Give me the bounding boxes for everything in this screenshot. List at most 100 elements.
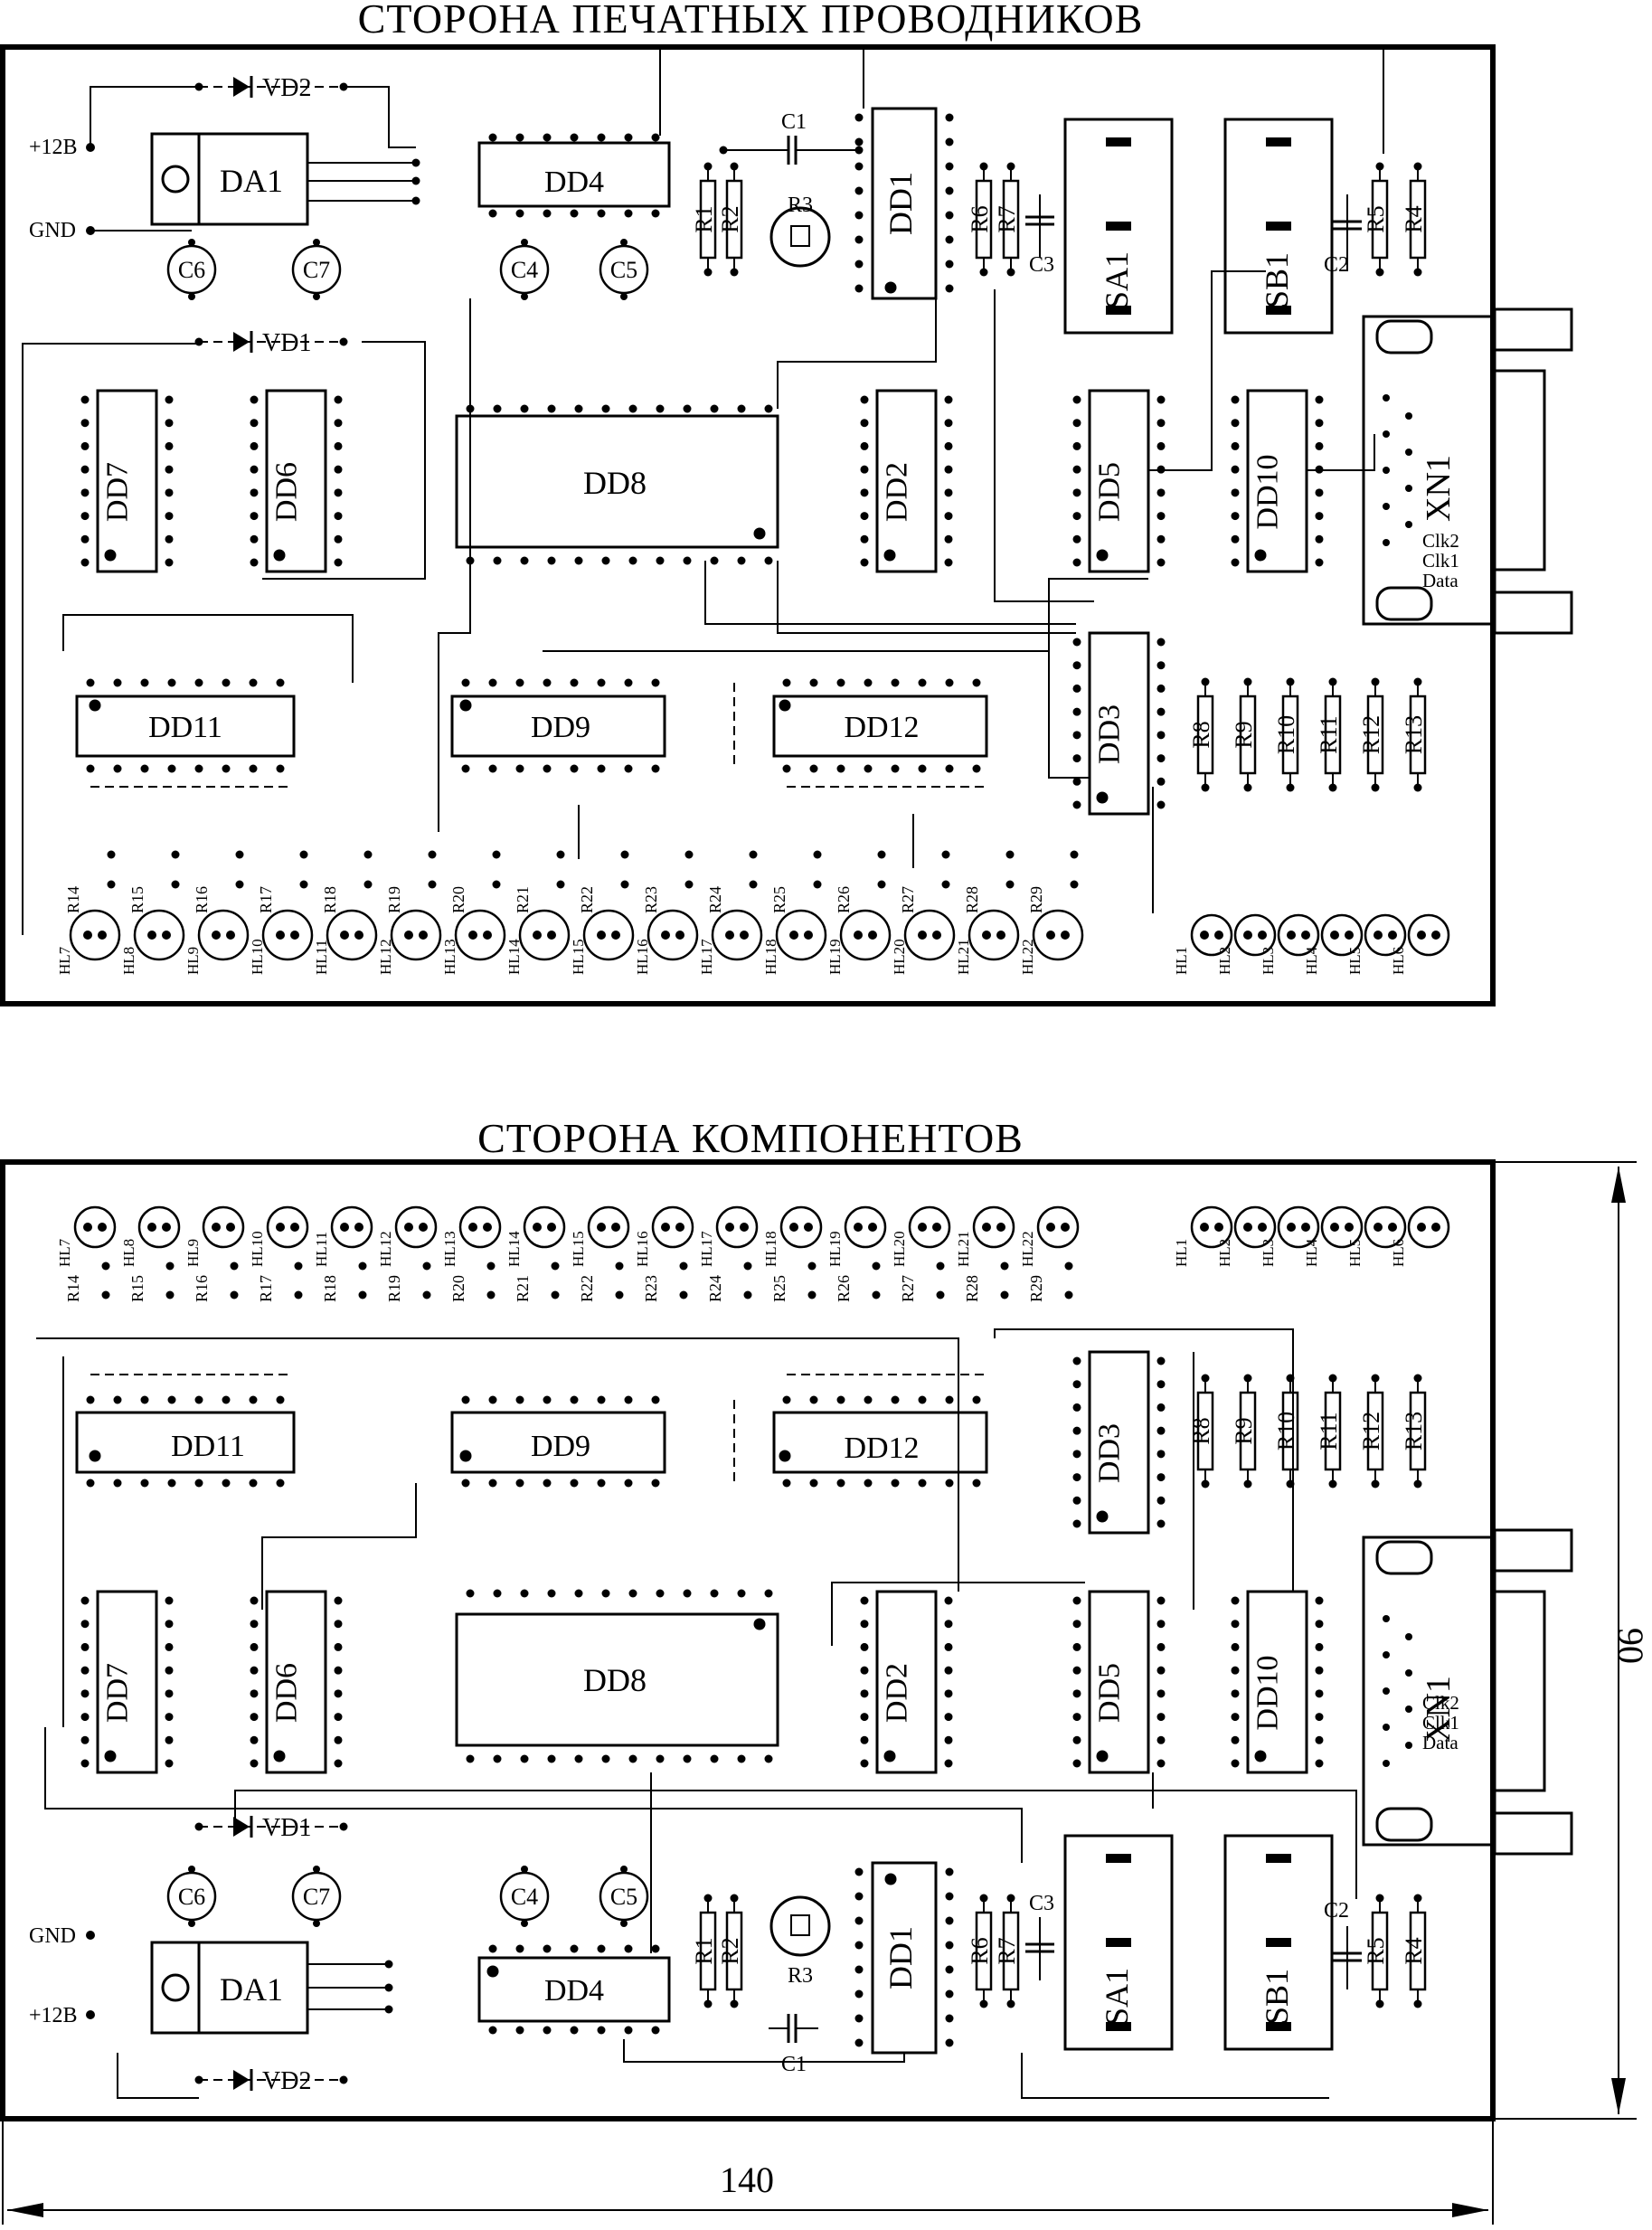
led-hl16: HL16	[634, 909, 699, 975]
led-hl11: HL11	[313, 909, 378, 975]
switch-label: SA1	[1099, 251, 1135, 309]
resistor-r8: R8	[1188, 1374, 1214, 1488]
switch-label: SB1	[1259, 252, 1295, 308]
led-hl12: HL12	[377, 909, 442, 975]
switch-sb1: SB1	[1223, 118, 1334, 335]
chip-body	[1246, 389, 1308, 573]
led-hl1: HL1	[1173, 1205, 1233, 1267]
chip-label: DD10	[1251, 1655, 1285, 1730]
led-label: HL8	[120, 1239, 137, 1267]
led-resistor-label: R27	[899, 1275, 917, 1302]
led-label: HL13	[441, 939, 458, 975]
capacitor-c3: C3	[1025, 194, 1054, 277]
trimmer-r3: R3	[769, 1895, 831, 1988]
resistor-label: R7	[994, 1937, 1020, 1964]
led-hl4: HL4	[1303, 1205, 1364, 1267]
led-label: HL21	[955, 939, 972, 975]
led-hl14: HL14	[505, 1205, 566, 1267]
led-resistor-label: R20	[449, 886, 467, 913]
diode-vd1: VD1	[194, 329, 348, 357]
diode-vd1: VD1	[194, 1814, 348, 1842]
connector-pin-label: Clk1	[1422, 1712, 1459, 1734]
led-hl19: HL19	[826, 909, 892, 975]
capacitor-label: C1	[781, 2053, 807, 2076]
led-resistor-label: R17	[257, 886, 275, 913]
led-hl14: HL14	[505, 909, 571, 975]
chip-dd8: DD8	[455, 404, 779, 565]
led-hl18: HL18	[762, 1205, 823, 1267]
led-label: HL5	[1346, 947, 1364, 975]
trimmer-label: R3	[788, 1964, 813, 1988]
led-hl13: HL13	[441, 909, 506, 975]
chip-dd6: DD6	[250, 389, 343, 573]
label-plus12v: +12В	[29, 136, 78, 159]
led-hl20: HL20	[891, 909, 956, 975]
led-resistor-label: R19	[385, 1275, 403, 1302]
resistor-r9: R9	[1231, 1374, 1257, 1488]
resistor-label: R5	[1363, 205, 1389, 232]
chip-dd10: DD10	[1231, 389, 1324, 573]
led-hl3: HL3	[1260, 1205, 1320, 1267]
capacitor-c4: C4	[499, 1866, 550, 1927]
led-resistor-label: R21	[514, 886, 532, 913]
chip-label: DD3	[1093, 704, 1127, 764]
resistor-label: R13	[1401, 1412, 1427, 1450]
connector-pin-label: Clk1	[1422, 550, 1459, 572]
led-resistor-label: R21	[514, 1275, 532, 1302]
chip-label: DA1	[220, 1971, 283, 2008]
led-label: HL4	[1303, 1238, 1320, 1267]
capacitor-label: C1	[781, 110, 807, 134]
capacitor-label: C6	[178, 1884, 205, 1910]
chip-dd4: DD4	[477, 1944, 671, 2035]
connector-label: XN1	[1420, 1676, 1458, 1743]
chip-dd1: DD1	[854, 1861, 954, 2055]
led-label: HL4	[1303, 946, 1320, 975]
led-resistor-label: R16	[193, 886, 211, 913]
led-resistor-label: R29	[1027, 1275, 1045, 1302]
chip-body	[1088, 1350, 1150, 1535]
dimension-height: 90	[1610, 1628, 1651, 1664]
chip-dd6: DD6	[250, 1590, 343, 1774]
chip-label: DD9	[531, 711, 590, 744]
led-label: HL18	[762, 939, 779, 975]
resistor-r7: R7	[994, 1894, 1020, 2008]
resistor-label: R9	[1231, 721, 1257, 748]
capacitor-c5: C5	[599, 1866, 649, 1927]
chip-dd3: DD3	[1072, 1350, 1166, 1535]
led-hl9: HL9	[184, 1205, 245, 1267]
chip-dd10: DD10	[1231, 1590, 1324, 1774]
board-component-side: HL7R14HL8R15HL9R16HL10R17HL11R18HL12R19H…	[0, 1159, 1573, 2121]
capacitor-c4: C4	[499, 239, 550, 300]
resistor-r2: R2	[717, 1894, 743, 2008]
led-hl12: HL12	[377, 1205, 438, 1267]
led-hl15: HL15	[570, 1205, 630, 1267]
led-label: HL10	[249, 939, 266, 975]
capacitor-label: C4	[511, 1884, 538, 1910]
led-label: HL20	[891, 939, 908, 975]
resistor-r8: R8	[1188, 677, 1214, 792]
led-hl22: HL22	[1019, 909, 1084, 975]
connector-pin-label: Data	[1422, 570, 1458, 591]
board-outline-top	[0, 44, 1496, 1006]
resistor-r4: R4	[1401, 1894, 1427, 2008]
capacitor-c7: C7	[291, 239, 342, 300]
led-hl15: HL15	[570, 909, 635, 975]
connector-label: XN1	[1420, 455, 1458, 522]
led-hl5: HL5	[1346, 1205, 1407, 1267]
capacitor-label: C5	[610, 1884, 637, 1910]
led-label: HL21	[955, 1231, 972, 1267]
led-resistor-label: R14	[64, 1275, 82, 1302]
led-label: HL2	[1216, 1239, 1233, 1267]
diode-label: VD2	[262, 74, 311, 102]
resistor-r1: R1	[691, 162, 717, 277]
led-resistor-label: R23	[642, 886, 660, 913]
led-label: HL17	[698, 1231, 715, 1267]
chip-dd5: DD5	[1072, 1590, 1166, 1774]
chip-label: DD5	[1093, 462, 1127, 522]
led-hl1: HL1	[1173, 913, 1233, 975]
chip-label: DD6	[270, 462, 304, 522]
capacitor-c1: C1	[719, 110, 864, 165]
